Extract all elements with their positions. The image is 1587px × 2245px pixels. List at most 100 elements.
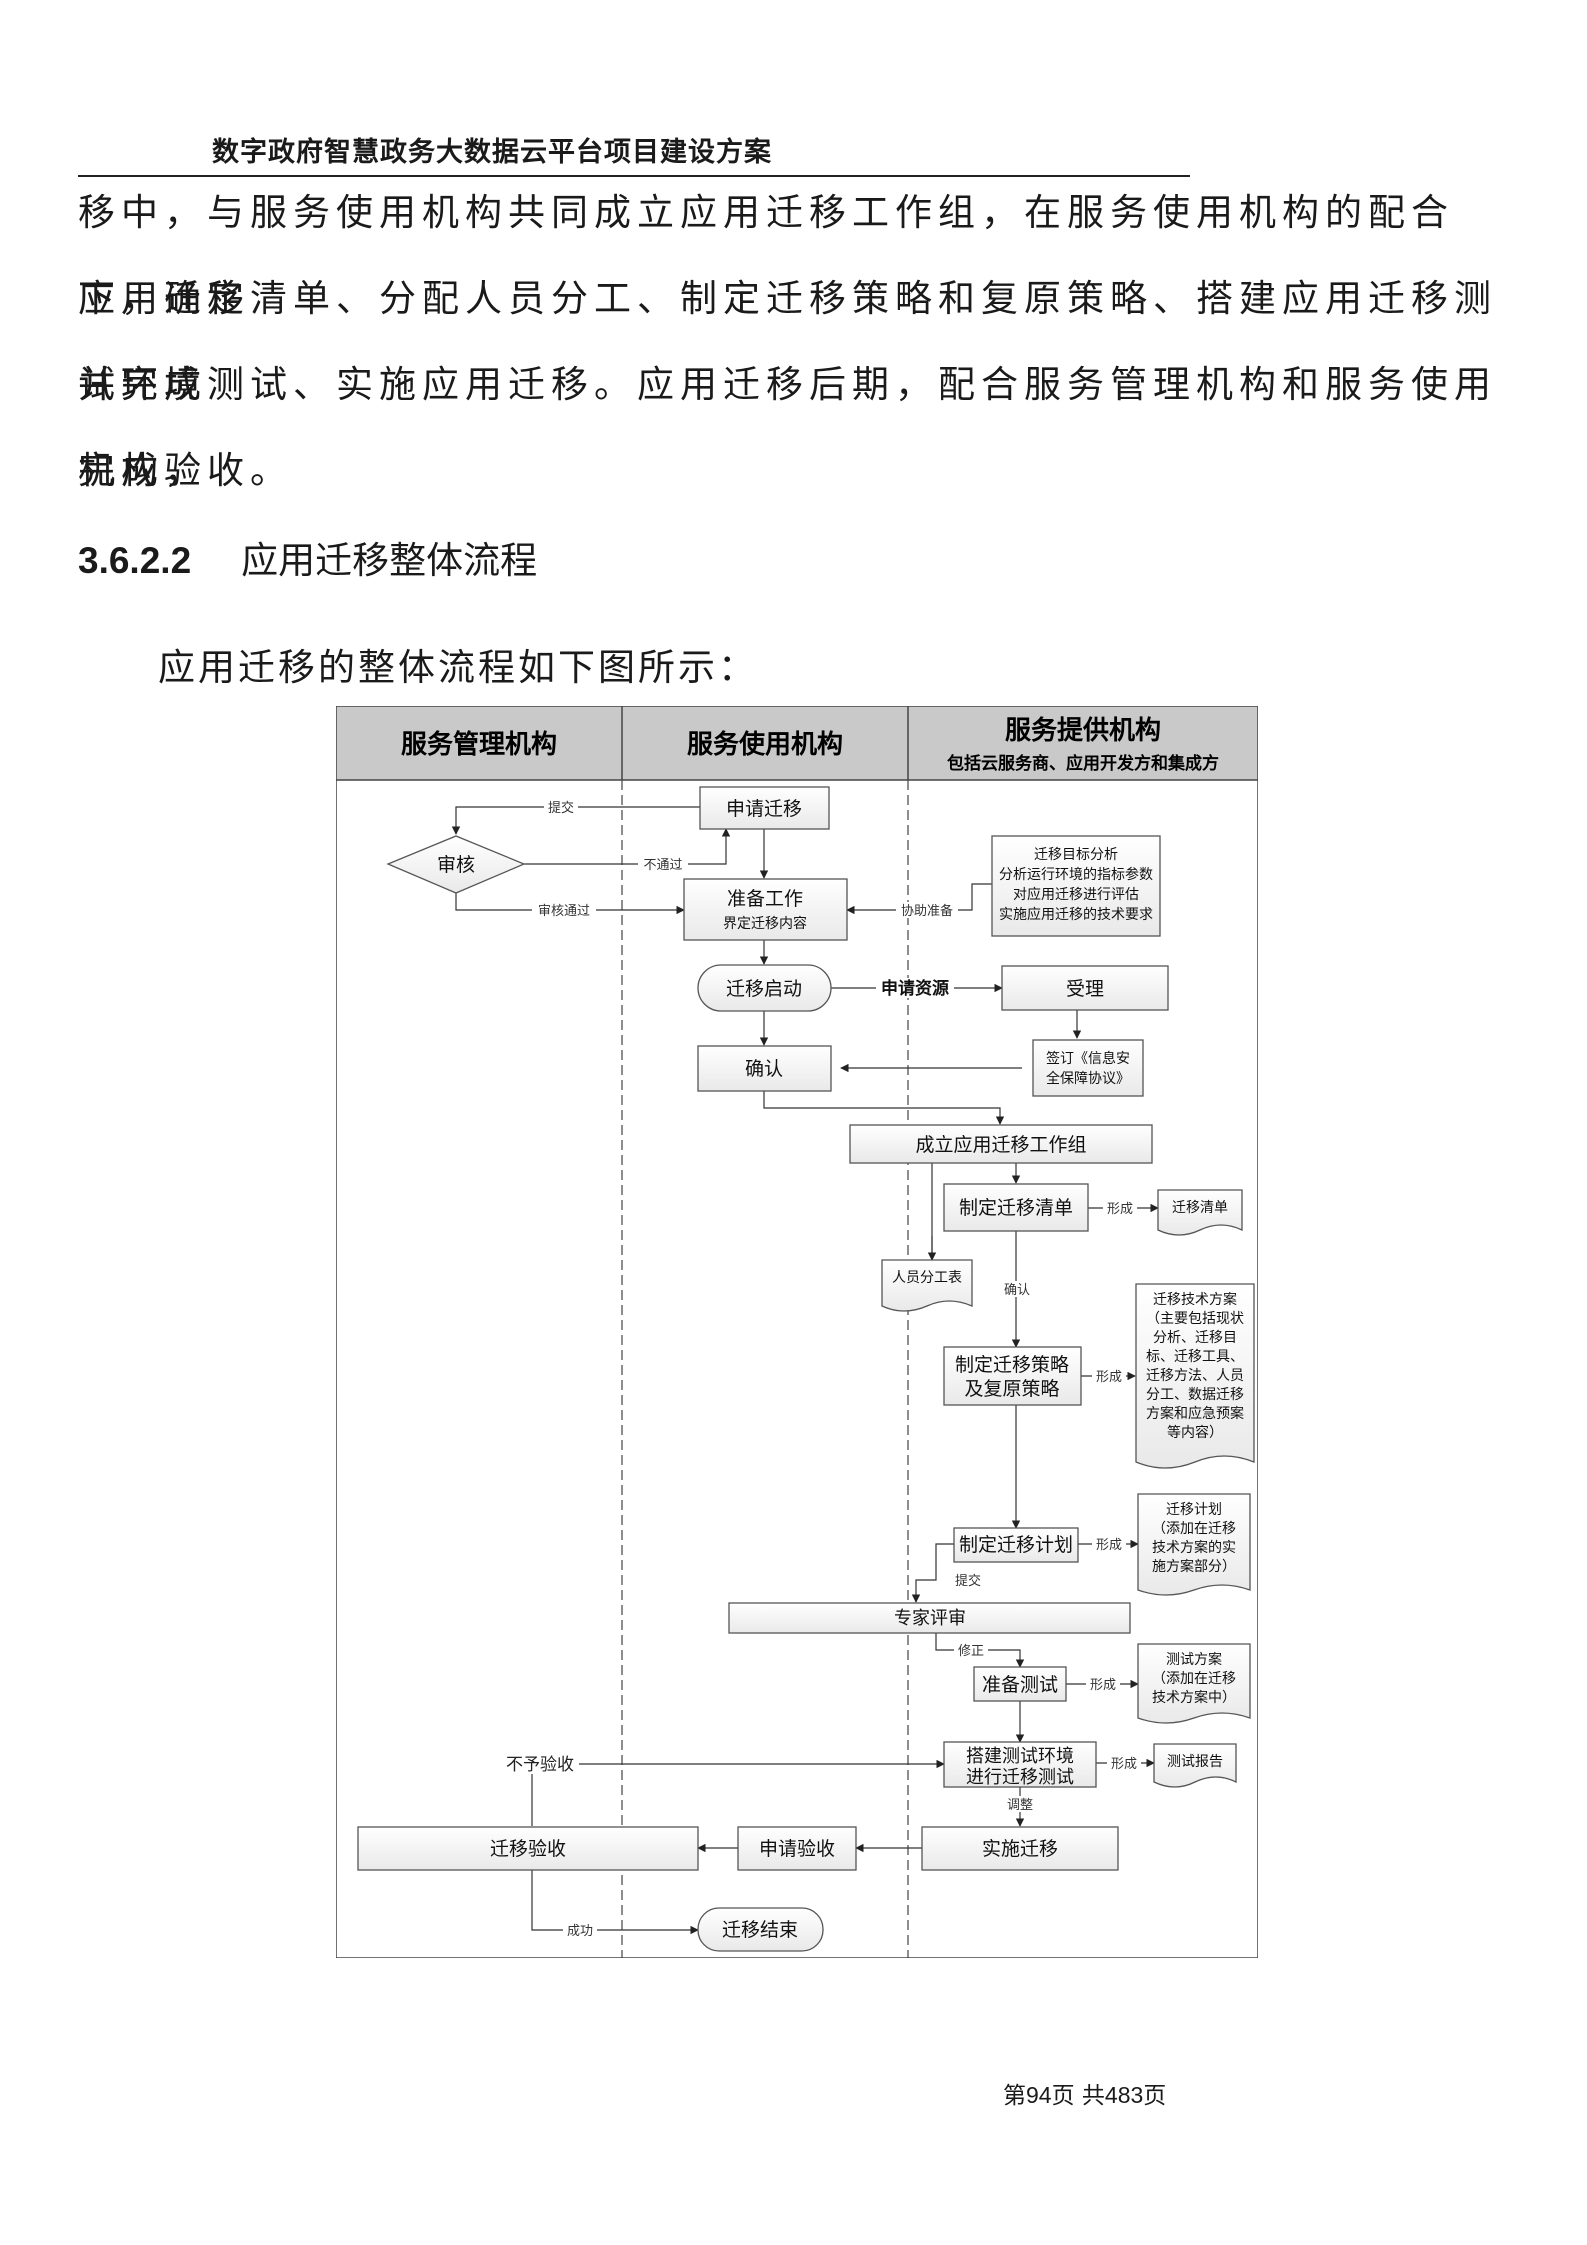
paragraph-line-1: 移中，与服务使用机构共同成立应用迁移工作组，在服务使用机构的配合下，确定 [78,191,1454,320]
doc-test-plan-line-1: 测试方案 [1166,1651,1222,1668]
document-header-title: 数字政府智慧政务大数据云平台项目建设方案 [212,137,772,168]
edge-label-form-3: 形成 [1096,1538,1122,1553]
edge-label-form-1: 形成 [1107,1202,1133,1217]
edge-label-apply-resource: 申请资源 [881,978,949,999]
doc-tech-plan-line-5: 迁移方法、人员 [1146,1368,1244,1384]
doc-tech-plan-line-4: 标、迁移工具、 [1146,1349,1244,1365]
node-make-plan [953,1527,1079,1563]
doc-test-plan-line-2: （添加在迁移 [1152,1671,1236,1687]
node-acceptance-label: 迁移验收 [490,1838,566,1860]
doc-tech-plan-line-1: 迁移技术方案 [1153,1291,1237,1308]
edge-label-adjust: 调整 [1007,1798,1033,1813]
section-title: 应用迁移整体流程 [241,539,538,582]
doc-tech-plan-line-7: 方案和应急预案 [1146,1405,1244,1422]
node-form-group [849,1124,1153,1164]
doc-tech-plan-line-8: 等内容） [1167,1424,1223,1441]
lane-provider-subtitle: 包括云服务商、应用开发方和集成方 [947,753,1219,774]
node-make-plan-label: 制定迁移计划 [959,1534,1073,1556]
paragraph-line-3: 并完成测试、实施应用迁移。应用迁移后期，配合服务管理机构和服务使用机构， [78,363,1497,492]
node-apply-migration [699,786,830,830]
node-build-test-line-1: 搭建测试环境 [966,1746,1074,1767]
doc-test-plan [1137,1643,1251,1724]
doc-test-report-label: 测试报告 [1167,1754,1223,1770]
node-expert-review [728,1602,1131,1634]
lane-management-title: 服务管理机构 [401,730,557,760]
node-form-group-label: 成立应用迁移工作组 [915,1134,1086,1156]
node-accept [1001,965,1169,1011]
node-build-test-line-2: 进行迁移测试 [966,1767,1074,1788]
lane-provider-title: 服务提供机构 [1005,716,1161,746]
node-prep-work-label: 准备工作 [727,888,803,910]
edge-label-form-2: 形成 [1096,1370,1122,1385]
doc-tech-plan-line-2: （主要包括现状 [1146,1311,1244,1327]
node-implement-label: 实施迁移 [982,1838,1058,1860]
node-prep-work [683,878,848,941]
edge-label-revise: 修正 [958,1644,984,1659]
edge-label-form-4: 形成 [1090,1678,1116,1693]
node-analysis-line-2: 分析运行环境的指标参数 [999,866,1153,883]
doc-migration-plan-line-3: 技术方案的实 [1152,1539,1236,1556]
node-analysis [991,835,1161,937]
node-make-list-label: 制定迁移清单 [959,1197,1073,1219]
node-accept-label: 受理 [1066,978,1104,1000]
node-review-diamond [386,835,526,894]
footer-total-pages: 483 [1104,2082,1144,2108]
doc-test-report [1153,1743,1237,1788]
edge-label-form-5: 形成 [1111,1757,1137,1772]
node-prep-test-label: 准备测试 [982,1674,1058,1696]
paragraph-line-2: 应用迁移清单、分配人员分工、制定迁移策略和复原策略、搭建应用迁移测试环境 [78,277,1497,406]
edge-label-success: 成功 [567,1924,593,1939]
node-strategy [943,1346,1082,1406]
doc-migration-plan-line-2: （添加在迁移 [1152,1521,1236,1537]
node-confirm [697,1045,832,1092]
page-footer: 第94页 共483页 [1003,2076,1166,2110]
node-analysis-line-3: 对应用迁移进行评估 [1013,886,1139,903]
node-review-label: 审核 [437,854,475,876]
edge-label-submit: 提交 [548,800,574,816]
footer-page-prefix: 第 [1003,2083,1026,2109]
node-make-list [943,1183,1089,1232]
node-apply-acceptance-label: 申请验收 [759,1838,835,1860]
doc-migration-list-label: 迁移清单 [1172,1200,1228,1216]
node-analysis-line-4: 实施应用迁移的技术要求 [999,906,1153,923]
node-expert-review-label: 专家评审 [894,1608,966,1629]
node-prep-work-sublabel: 界定迁移内容 [723,915,807,932]
node-migration-end-label: 迁移结束 [722,1919,798,1941]
node-security-agreement-line-2: 全保障协议》 [1046,1070,1130,1087]
node-build-test [943,1741,1097,1788]
edge-label-not-passed: 不通过 [643,858,682,873]
migration-flowchart: 服务管理机构 服务使用机构 服务提供机构 包括云服务商、应用开发方和集成方 [336,706,1258,1958]
node-migration-start-label: 迁移启动 [726,978,802,1000]
node-migration-start [697,964,832,1012]
edge-label-submit-2: 提交 [955,1573,981,1589]
doc-migration-plan-line-4: 施方案部分） [1152,1558,1236,1575]
node-strategy-line-2: 及复原策略 [964,1378,1059,1400]
doc-migration-list [1157,1189,1243,1236]
node-apply-migration-label: 申请迁移 [726,798,802,820]
footer-page-suffix: 页 [1143,2083,1167,2109]
footer-page-mid: 页 共 [1051,2083,1105,2109]
header-rule [78,175,1190,177]
edge-label-review-passed: 审核通过 [538,904,590,919]
doc-staff-assignment [881,1259,973,1312]
doc-migration-plan-line-1: 迁移计划 [1166,1502,1222,1518]
edge-label-assist-prep: 协助准备 [901,903,953,919]
node-apply-acceptance [737,1826,857,1871]
doc-tech-plan-line-6: 分工、数据迁移 [1146,1387,1244,1403]
node-migration-end [697,1907,824,1952]
doc-migration-plan [1137,1493,1251,1596]
node-acceptance [357,1826,699,1871]
node-strategy-line-1: 制定迁移策略 [955,1354,1069,1376]
paragraph-line-4: 完成验收。 [78,449,293,492]
node-security-agreement-line-1: 签订《信息安 [1046,1050,1130,1067]
footer-page-number: 94 [1026,2082,1052,2108]
node-prep-test [973,1666,1067,1702]
doc-tech-plan-line-3: 分析、迁移目 [1153,1330,1237,1346]
lane-user-title: 服务使用机构 [687,730,843,760]
edge-label-not-accepted: 不予验收 [506,1755,574,1775]
intro-sentence: 应用迁移的整体流程如下图所示： [158,646,758,689]
doc-tech-plan [1135,1283,1255,1469]
doc-staff-assignment-label: 人员分工表 [892,1270,962,1286]
doc-test-plan-line-3: 技术方案中） [1152,1689,1236,1706]
